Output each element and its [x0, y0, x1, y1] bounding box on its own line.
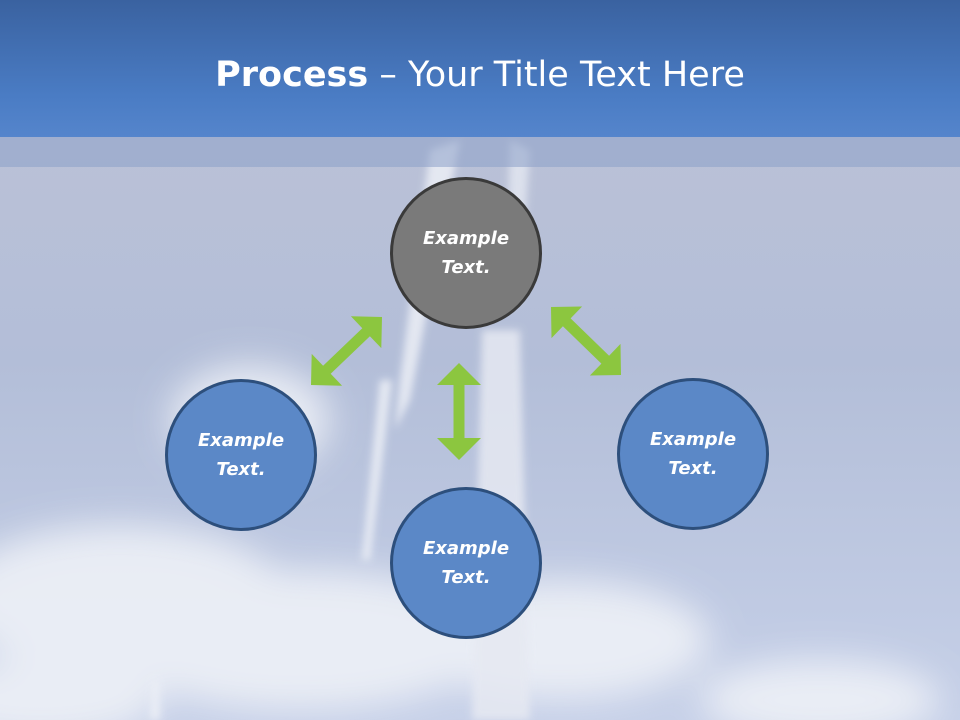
node-left: Example Text.: [165, 379, 317, 531]
node-bottom-label: Example Text.: [422, 538, 510, 588]
slide-title-bold: Process: [215, 55, 369, 95]
slide-title: Process – Your Title Text Here: [0, 50, 960, 100]
node-right-label: Example Text.: [649, 429, 737, 479]
arrow-top-right: [551, 306, 621, 376]
title-strip: [0, 137, 960, 167]
node-top: Example Text.: [390, 177, 542, 329]
node-left-label: Example Text.: [197, 430, 285, 480]
node-right: Example Text.: [617, 378, 769, 530]
arrow-top-left: [311, 316, 382, 386]
slide-title-rest: – Your Title Text Here: [368, 55, 745, 95]
node-bottom: Example Text.: [390, 487, 542, 639]
arrow-top-bottom: [437, 363, 481, 460]
node-top-label: Example Text.: [422, 228, 510, 278]
title-bar: [0, 0, 960, 137]
